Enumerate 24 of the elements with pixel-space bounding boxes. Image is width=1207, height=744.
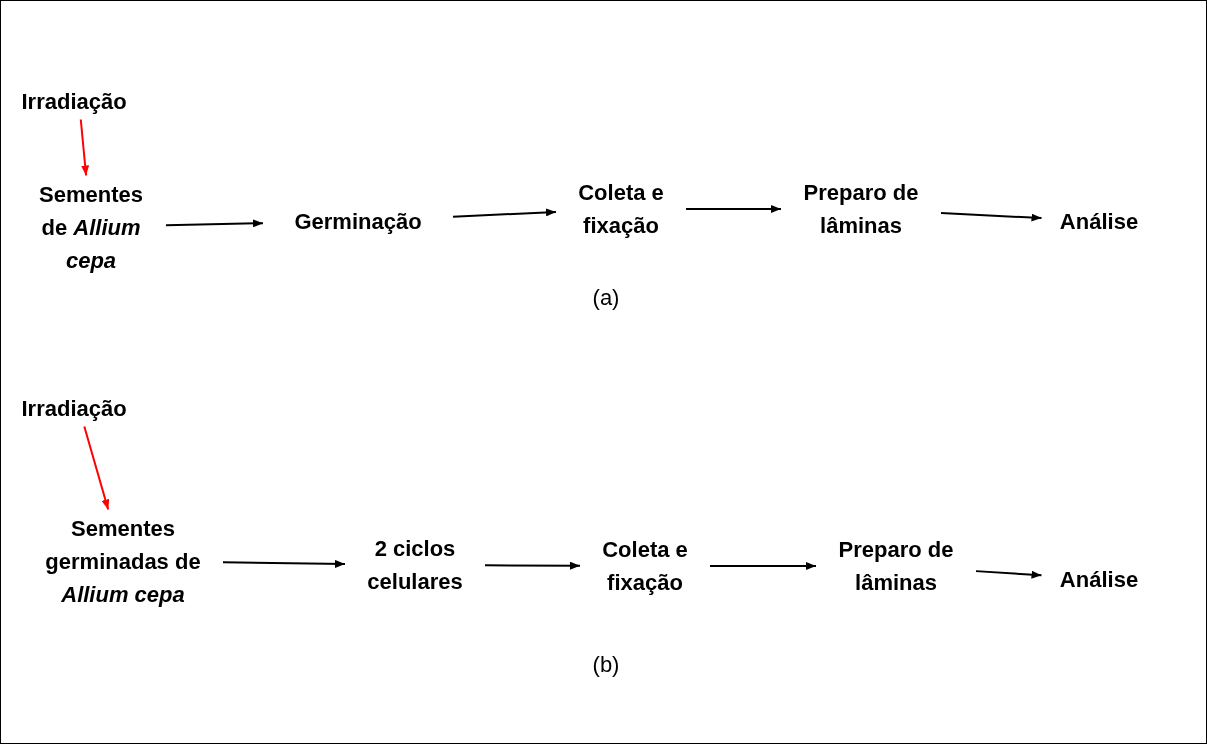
- arrow: [940, 212, 1043, 222]
- panel-label: (a): [592, 285, 620, 311]
- step-label: Sementes germinadas de Allium cepa: [23, 509, 223, 613]
- step-label: 2 ciclos celulares: [345, 530, 485, 600]
- step-label: Preparo de lâminas: [816, 531, 976, 601]
- step-label: Coleta e fixação: [556, 174, 686, 244]
- step-label: Irradiação: [11, 389, 147, 427]
- arrow: [685, 205, 782, 213]
- panel-label: (b): [592, 652, 620, 678]
- step-label: Germinação: [263, 202, 453, 240]
- step-label: Análise: [1041, 560, 1157, 598]
- arrow: [452, 208, 557, 218]
- arrow: [975, 570, 1043, 579]
- arrow: [79, 118, 90, 177]
- step-label: Sementes de Allium cepa: [16, 175, 166, 279]
- step-label: Análise: [1041, 202, 1157, 240]
- arrow: [165, 219, 264, 228]
- step-label: Irradiação: [11, 82, 147, 120]
- arrow: [222, 559, 346, 568]
- arrow: [709, 562, 817, 570]
- arrow: [83, 425, 110, 511]
- step-label: Coleta e fixação: [580, 531, 710, 601]
- arrow: [484, 561, 581, 570]
- step-label: Preparo de lâminas: [781, 174, 941, 244]
